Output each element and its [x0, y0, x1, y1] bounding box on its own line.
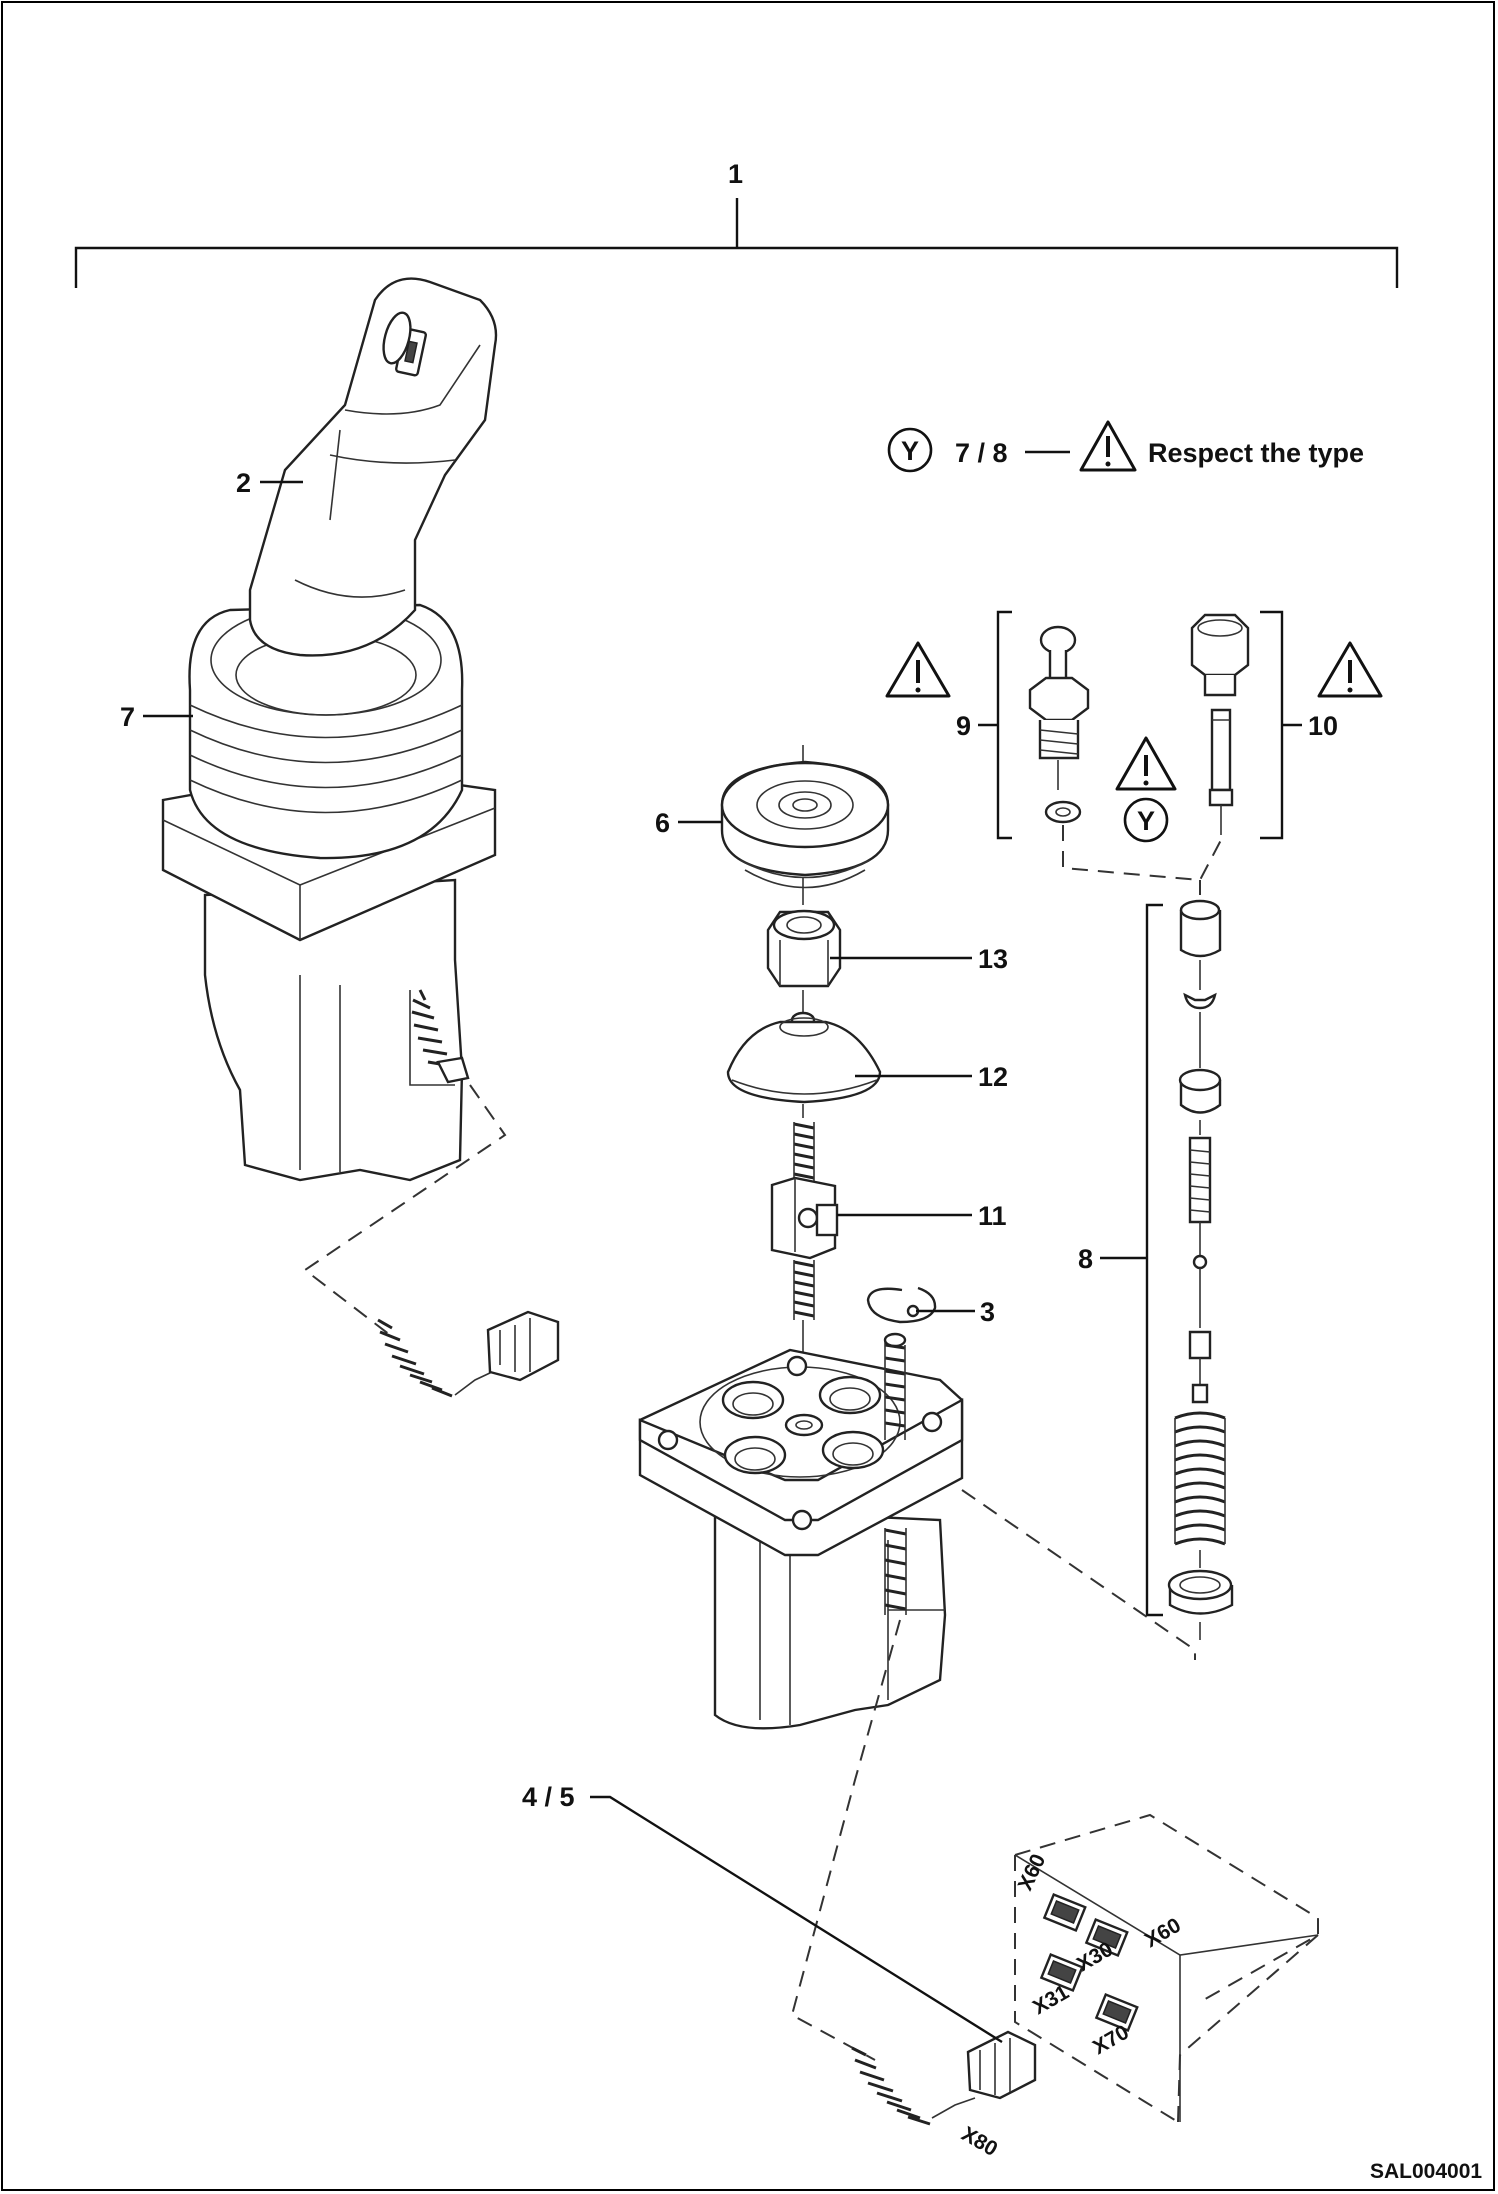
part-12-disc [726, 1017, 882, 1104]
label-item-3: 3 [980, 1297, 995, 1327]
notice-text: Respect the type [1148, 438, 1364, 468]
label-item-13: 13 [978, 944, 1008, 974]
notice-ref: 7 / 8 [955, 438, 1008, 468]
bottom-harness-connector [851, 2030, 1037, 2126]
label-item-1: 1 [728, 159, 743, 189]
label-item-11: 11 [978, 1201, 1007, 1231]
connector-socket-x60 [1042, 1892, 1087, 1932]
notice-line: Y 7 / 8 Respect the type [887, 420, 1364, 473]
warning-triangle-icon [1115, 736, 1177, 791]
part-3-clip [866, 1286, 937, 1324]
label-item-8: 8 [1078, 1244, 1093, 1274]
warning-triangle-icon [885, 641, 951, 698]
y-circle-icon: Y [1123, 797, 1169, 843]
part-10-valve [1190, 613, 1250, 835]
joystick-assembly [161, 277, 498, 1182]
label-item-6: 6 [655, 808, 670, 838]
label-item-4-5: 4 / 5 [522, 1782, 575, 1812]
connector-socket-x70 [1094, 1992, 1139, 2032]
label-item-12: 12 [978, 1062, 1008, 1092]
y-symbol-2: Y [1137, 806, 1155, 836]
y-symbol: Y [901, 436, 919, 466]
part-11-shaft [770, 1104, 839, 1355]
label-x80: X80 [958, 2122, 1002, 2161]
label-item-7: 7 [120, 702, 135, 732]
label-x60: X60 [1141, 1914, 1185, 1953]
connector-socket-x30 [1084, 1917, 1129, 1957]
valve-body [638, 1332, 964, 1730]
left-harness-connector [377, 1310, 560, 1398]
part-8-spool-stack [1167, 899, 1234, 1640]
connector-socket-x31 [1039, 1952, 1084, 1992]
part-13-nut [766, 878, 842, 1029]
label-item-10: 10 [1308, 711, 1338, 741]
y-circle-icon: Y [887, 427, 933, 473]
part-9-valve [1028, 625, 1090, 824]
label-item-9: 9 [956, 711, 971, 741]
part-6-cap [720, 745, 890, 889]
label-item-2: 2 [236, 468, 251, 498]
warning-triangle-icon [1079, 420, 1137, 472]
drawing-code: SAL004001 [1370, 2160, 1482, 2183]
assembly-bracket [74, 198, 1399, 288]
warning-triangle-icon [1317, 641, 1383, 698]
